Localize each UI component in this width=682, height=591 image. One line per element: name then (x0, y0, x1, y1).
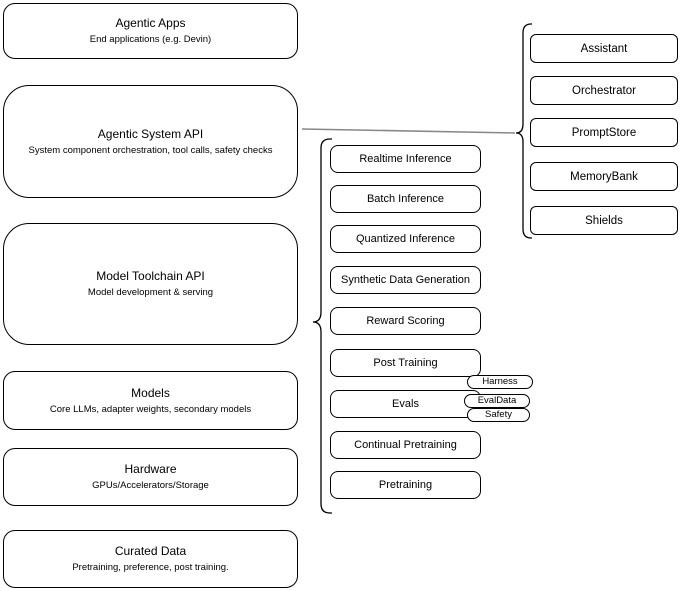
node-synthetic-data-generation: Synthetic Data Generation (330, 266, 481, 294)
node-subtitle: Core LLMs, adapter weights, secondary mo… (49, 403, 252, 415)
node-reward-scoring: Reward Scoring (330, 307, 481, 335)
node-pretraining: Pretraining (330, 471, 481, 499)
node-label: MemoryBank (570, 170, 638, 183)
node-curated-data: Curated Data Pretraining, preference, po… (3, 530, 298, 588)
node-label: Realtime Inference (359, 153, 452, 165)
tag-label: Safety (485, 409, 512, 420)
node-label: Post Training (373, 357, 438, 369)
node-quantized-inference: Quantized Inference (330, 225, 481, 253)
node-subtitle: Pretraining, preference, post training. (72, 562, 229, 573)
node-label: Evals (392, 398, 419, 410)
tag-label: EvalData (477, 395, 517, 406)
node-title: Agentic Apps (115, 16, 186, 30)
node-post-training: Post Training (330, 349, 481, 377)
node-agentic-system-api: Agentic System API System component orch… (3, 85, 298, 198)
node-subtitle: End applications (e.g. Devin) (89, 34, 212, 45)
toolchain-bracket (312, 138, 332, 514)
system-bracket (515, 23, 532, 239)
node-label: Reward Scoring (366, 315, 445, 327)
node-label: Quantized Inference (355, 233, 456, 245)
node-shields: Shields (530, 206, 678, 235)
node-label: Synthetic Data Generation (340, 274, 471, 286)
node-promptstore: PromptStore (530, 118, 678, 147)
node-assistant: Assistant (530, 34, 678, 63)
node-title: Model Toolchain API (96, 269, 205, 283)
node-subtitle: System component orchestration, tool cal… (28, 144, 273, 156)
node-evals: Evals (330, 390, 481, 418)
node-title: Curated Data (114, 544, 187, 558)
node-realtime-inference: Realtime Inference (330, 145, 481, 173)
node-continual-pretraining: Continual Pretraining (330, 431, 481, 459)
tag-harness: Harness (467, 375, 533, 389)
node-label: PromptStore (571, 126, 637, 139)
tag-safety: Safety (467, 408, 530, 422)
node-batch-inference: Batch Inference (330, 185, 481, 213)
node-memorybank: MemoryBank (530, 162, 678, 191)
tag-label: Harness (482, 376, 518, 387)
node-subtitle: GPUs/Accelerators/Storage (92, 480, 209, 491)
system-api-connector-line (301, 128, 516, 134)
node-model-toolchain-api: Model Toolchain API Model development & … (3, 223, 298, 345)
node-models: Models Core LLMs, adapter weights, secon… (3, 371, 298, 430)
node-title: Agentic System API (97, 126, 204, 141)
node-label: Continual Pretraining (354, 439, 457, 451)
node-hardware: Hardware GPUs/Accelerators/Storage (3, 448, 298, 506)
node-label: Assistant (580, 42, 628, 55)
node-title: Models (131, 385, 170, 400)
node-label: Shields (585, 214, 623, 227)
node-orchestrator: Orchestrator (530, 76, 678, 105)
node-agentic-apps: Agentic Apps End applications (e.g. Devi… (3, 3, 298, 59)
tag-evaldata: EvalData (464, 394, 530, 408)
node-label: Batch Inference (366, 193, 445, 205)
node-subtitle: Model development & serving (87, 287, 214, 298)
node-label: Pretraining (378, 479, 433, 491)
node-label: Orchestrator (572, 84, 636, 97)
node-title: Hardware (124, 462, 177, 476)
